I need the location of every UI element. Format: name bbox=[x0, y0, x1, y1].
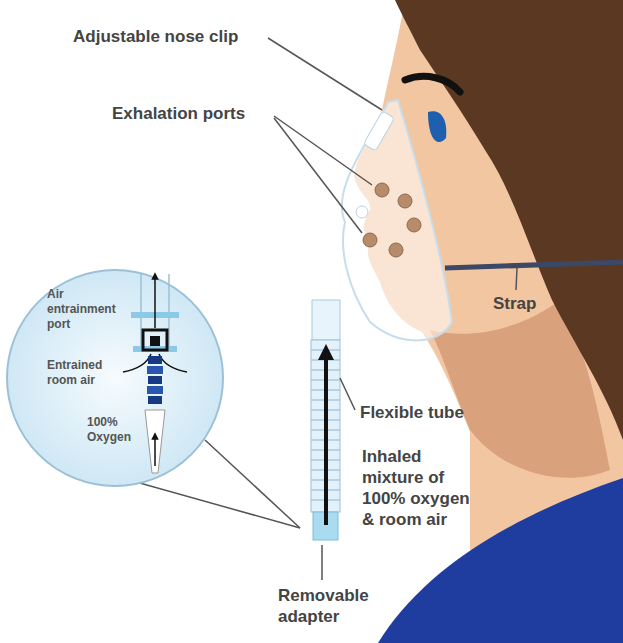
mask-neck bbox=[312, 300, 340, 340]
part-label: Flexible tube bbox=[360, 402, 490, 423]
eye bbox=[428, 111, 446, 142]
exhalation-port bbox=[398, 194, 412, 208]
inset-circle bbox=[5, 268, 225, 488]
inset-label: Air entrainment port bbox=[47, 287, 129, 332]
leader-lines bbox=[40, 38, 517, 580]
part-label: Adjustable nose clip bbox=[73, 26, 273, 47]
inset-label: Entrained room air bbox=[47, 358, 129, 388]
exhalation-port bbox=[389, 243, 403, 257]
exhalation-port bbox=[363, 233, 377, 247]
flow-arrow bbox=[324, 352, 328, 525]
inset-magnifier: Air entrainment portEntrained room air 10… bbox=[5, 268, 225, 488]
exhalation-port bbox=[407, 218, 421, 232]
nose-clip bbox=[363, 111, 394, 151]
part-label: Exhalation ports bbox=[112, 103, 272, 124]
part-label: Inhaled mixture of 100% oxygen & room ai… bbox=[362, 446, 480, 530]
inset-label: 100% Oxygen bbox=[87, 415, 139, 445]
mask-shell bbox=[342, 100, 452, 340]
eyebrow bbox=[405, 76, 460, 92]
strap bbox=[445, 262, 623, 268]
exhalation-port bbox=[375, 183, 389, 197]
mask-valve bbox=[356, 206, 368, 218]
part-label: Strap bbox=[493, 293, 563, 314]
venturi-valve bbox=[123, 274, 187, 473]
part-label: Removable adapter bbox=[278, 585, 390, 627]
